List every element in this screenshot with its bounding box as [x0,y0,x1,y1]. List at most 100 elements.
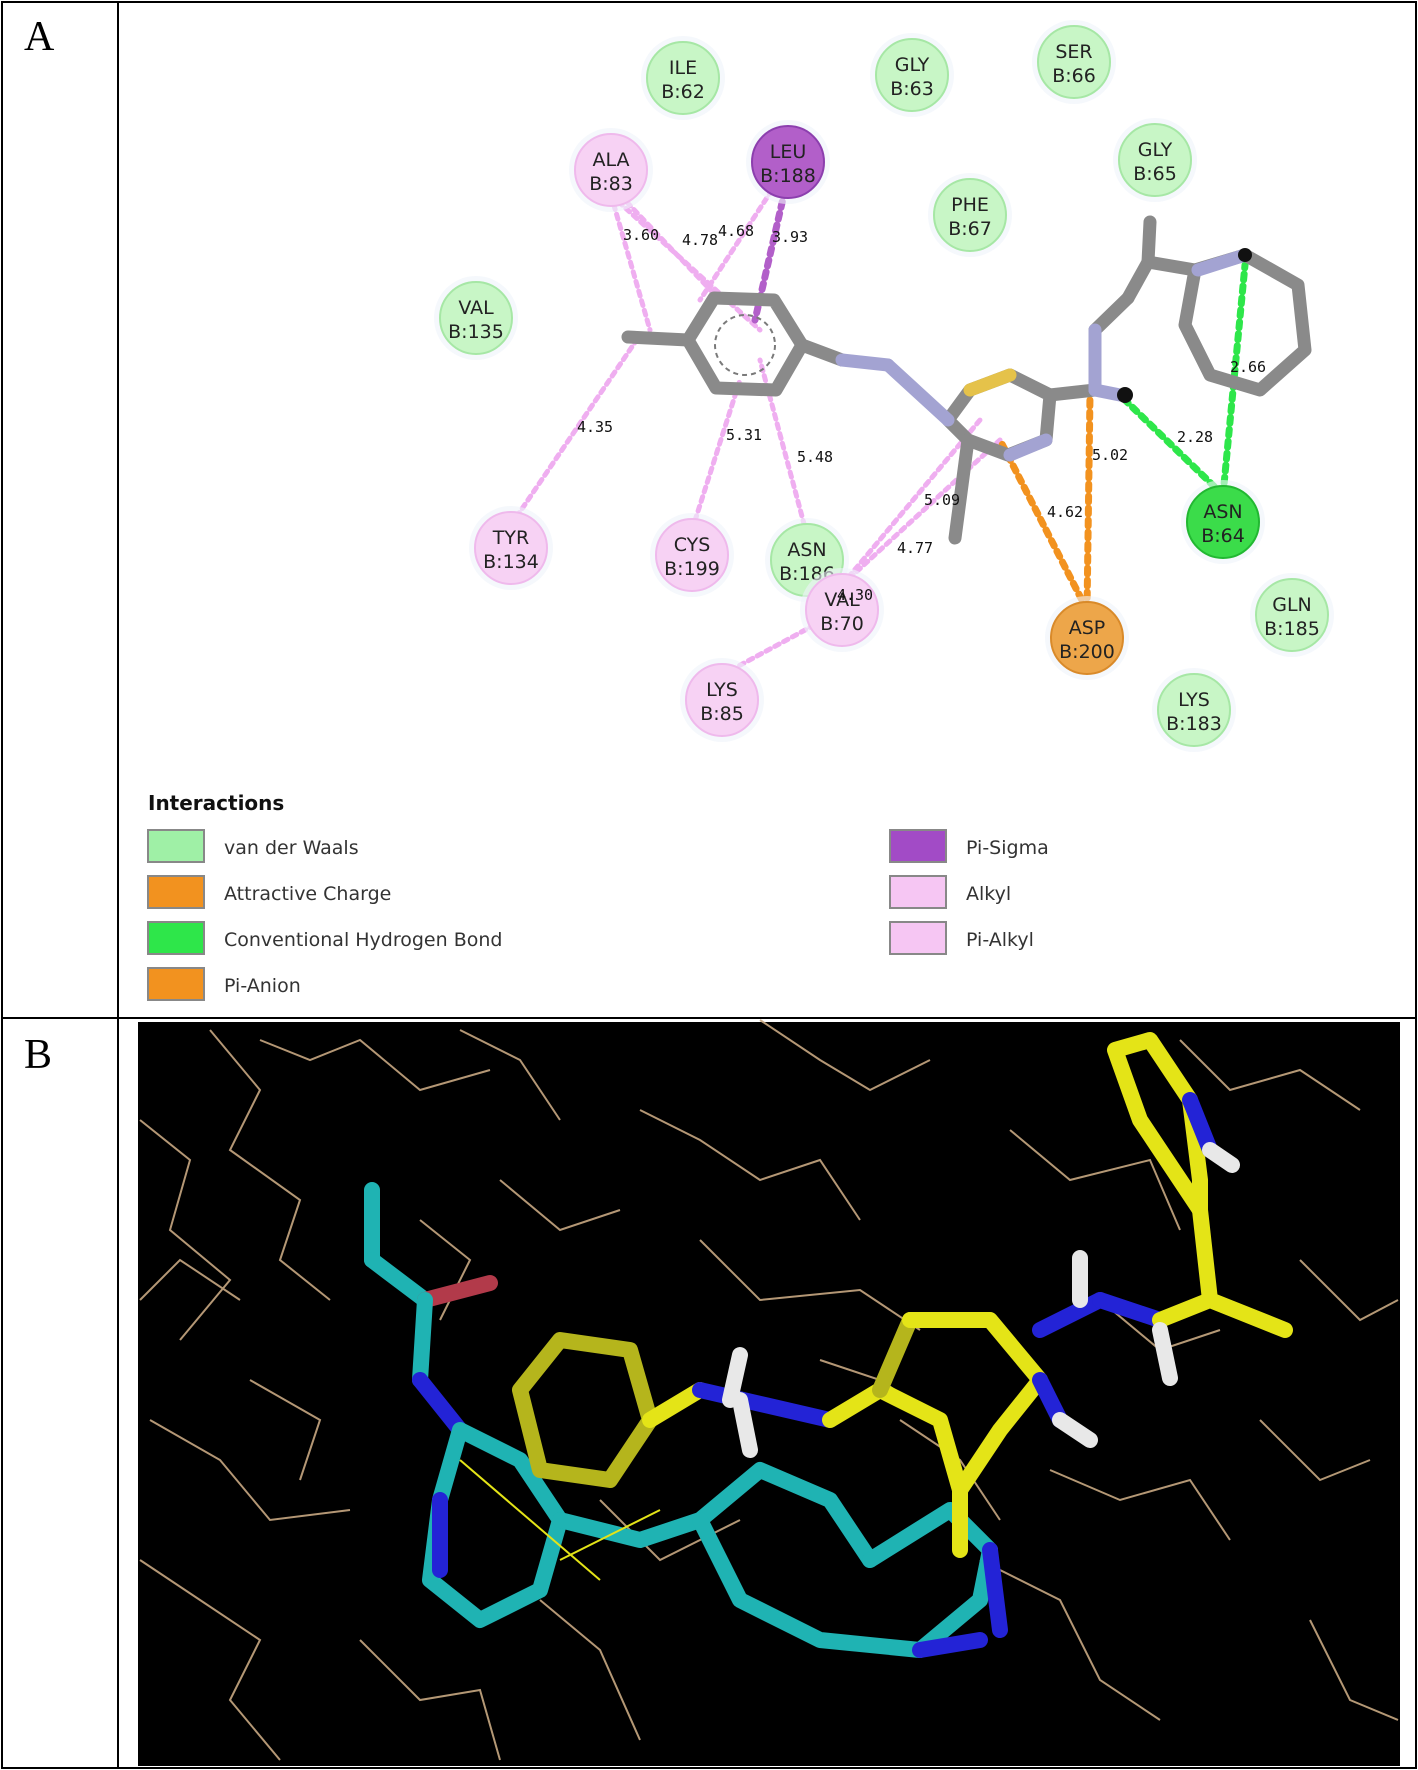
distance-label: 3.93 [772,228,808,246]
residue-disc [685,663,759,737]
hydrogen-atoms [722,1142,1240,1458]
residue-number: B:66 [1052,65,1096,87]
interaction-line [1083,391,1094,614]
residue-number: B:188 [760,165,816,187]
legend-item: Pi-Alkyl [889,921,1034,955]
residue-number: B:70 [820,613,864,635]
docked-ligand [512,1032,1293,1558]
distance-label: 3.60 [623,226,659,244]
legend-swatch [147,875,205,909]
distance-label: 4.77 [897,539,933,557]
panel-label-b: B [24,1032,52,1078]
legend-swatch [889,921,947,955]
legend-swatch [889,875,947,909]
distance-label: 5.48 [797,448,833,466]
legend-label: Pi-Alkyl [966,929,1034,951]
legend-item: Pi-Anion [147,967,301,1001]
residue-name: PHE [951,194,989,216]
residue-number: B:65 [1133,163,1177,185]
residue-name: ASN [1203,501,1242,523]
residue-name: SER [1055,41,1092,63]
distance-label: 4.68 [718,222,754,240]
legend-label: Conventional Hydrogen Bond [224,929,502,951]
interaction-line [608,192,653,333]
residue-number: B:64 [1201,525,1245,547]
residue-name: LYS [1178,689,1210,711]
residue-disc [1186,485,1260,559]
distance-label: 4.78 [682,231,718,249]
ligand-structure-2d [621,215,1312,545]
residue-number: B:185 [1264,618,1320,640]
residue-number: B:134 [483,551,539,573]
reference-ligand [364,1182,1008,1658]
residue-disc [655,518,729,592]
residue-number: B:183 [1166,713,1222,735]
legend-label: Alkyl [966,883,1011,905]
interaction-line [689,377,743,533]
residue-disc [574,133,648,207]
residue-name: ASP [1069,617,1106,639]
residue-disc [1118,123,1192,197]
residue-disc [439,281,513,355]
distance-label: 4.30 [837,586,873,604]
legend-item: Attractive Charge [147,875,391,909]
docking-pose-3d [138,1019,1400,1766]
legend-item: van der Waals [147,829,359,863]
residue-disc [474,511,548,585]
legend-swatch [147,967,205,1001]
residue-disc [1255,578,1329,652]
interaction-line [617,192,723,303]
residue-name: ASN [787,539,826,561]
residue-disc [1157,673,1231,747]
legend-item: Pi-Sigma [889,829,1049,863]
residue-name: GLN [1272,594,1312,616]
residue-number: B:83 [589,173,633,195]
legend-swatch [889,829,947,863]
residue-name: LYS [706,679,738,701]
legend-item: Alkyl [889,875,1011,909]
residue-name: VAL [824,589,860,611]
interaction-line [839,437,1003,588]
residue-number: B:135 [448,321,504,343]
residue-number: B:67 [948,218,992,240]
legend-swatch [147,921,205,955]
distance-label: 5.09 [924,491,960,509]
distance-label: 2.66 [1230,358,1266,376]
residue-number: B:63 [890,78,934,100]
legend-label: van der Waals [224,837,359,859]
distance-label: 2.28 [1177,428,1213,446]
residue-name: VAL [458,297,494,319]
distance-label: 5.31 [726,426,762,444]
distance-label: 4.62 [1047,503,1083,521]
distance-label: 5.02 [1092,446,1128,464]
distance-label: 4.35 [577,418,613,436]
interaction-line [839,417,983,588]
panel-label-a: A [24,14,55,60]
residue-disc [646,41,720,115]
legend-item: Conventional Hydrogen Bond [147,921,502,955]
interaction-line [697,187,775,303]
residue-number: B:200 [1059,641,1115,663]
residue-number: B:85 [700,703,744,725]
residue-disc [1050,601,1124,675]
